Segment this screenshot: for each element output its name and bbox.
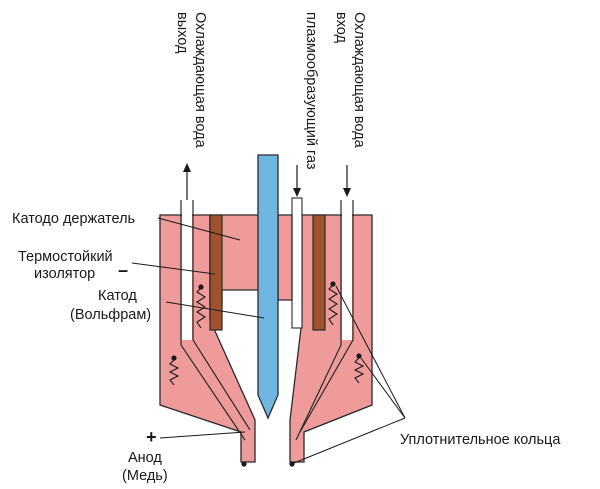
- label-water-out: Охлаждающая вода выход: [174, 12, 208, 149]
- flow-arrows: [183, 163, 351, 200]
- seal-dot-3: [171, 355, 177, 361]
- seal-dot-1: [198, 284, 204, 290]
- seal-dot-5: [241, 461, 247, 467]
- leader-seal-2: [360, 357, 406, 419]
- leader-cathode-holder: [157, 217, 241, 241]
- gas-arrow-head: [293, 188, 301, 197]
- label-cathode-line2: (Вольфрам): [70, 307, 151, 323]
- seal-dot-2: [330, 281, 336, 287]
- leader-seal-1: [335, 285, 406, 419]
- label-anode-line1: Анод: [128, 450, 162, 466]
- cathode-rod: [257, 154, 279, 420]
- water-in-arrow-head: [343, 188, 351, 197]
- label-plasma-gas-line1: плазмообразующий газ: [303, 12, 319, 170]
- label-cathode-line1: Катод: [98, 288, 137, 304]
- springs: [168, 281, 365, 467]
- label-water-out-line1: Охлаждающая вода: [192, 12, 208, 149]
- seal-dot-6: [289, 461, 295, 467]
- label-water-in-line1: Охлаждающая вода: [351, 12, 367, 149]
- insulator-left: [209, 214, 223, 331]
- label-anode-line2: (Медь): [122, 468, 168, 484]
- label-water-out-line2: выход: [174, 12, 190, 54]
- leader-anode: [159, 431, 246, 439]
- water-out-arrow-head: [183, 163, 191, 172]
- leader-lines: [131, 217, 406, 464]
- label-water-in: Охлаждающая вода вход: [333, 12, 367, 149]
- label-insulator-line1: Термостойкий: [18, 249, 113, 265]
- label-minus-sign: –: [118, 260, 128, 280]
- leader-seal-3: [293, 417, 406, 464]
- label-insulator-line2: изолятор: [34, 266, 95, 282]
- label-seal-rings: Уплотнительное кольца: [400, 432, 561, 448]
- insulator: [209, 214, 326, 331]
- gas-channels: [291, 197, 303, 329]
- spring-left-upper: [195, 287, 207, 329]
- leader-insulator: [131, 262, 216, 275]
- label-cathode-holder: Катодо держатель: [12, 211, 135, 227]
- spring-left-lower: [168, 359, 180, 386]
- leader-cathode: [165, 301, 265, 319]
- cathode-holder-right: [277, 214, 293, 301]
- spring-right-lower: [353, 357, 365, 384]
- spring-right-upper: [327, 284, 339, 326]
- label-plus-sign: +: [146, 427, 157, 447]
- label-plasma-gas: плазмообразующий газ: [303, 12, 319, 170]
- insulator-right: [312, 214, 326, 331]
- label-water-in-line2: вход: [333, 12, 349, 44]
- seal-dot-4: [356, 353, 362, 359]
- cathode: [257, 154, 279, 420]
